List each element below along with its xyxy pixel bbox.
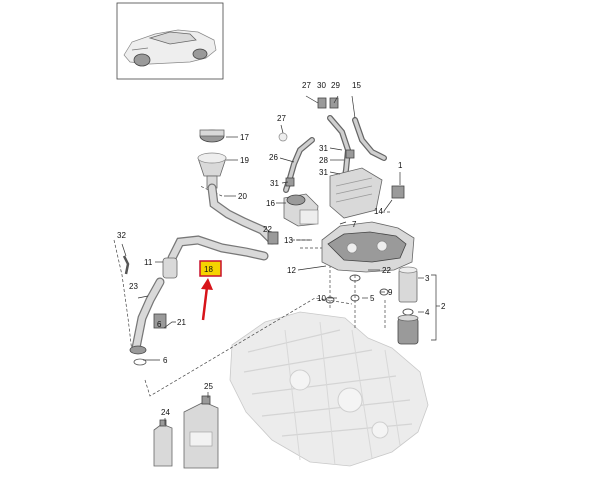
callout-28: 28 — [319, 156, 328, 165]
callout-14: 14 — [374, 207, 383, 216]
callout-10: 10 — [317, 294, 326, 303]
callout-24: 24 — [161, 408, 170, 417]
callout-4: 4 — [425, 308, 430, 317]
callout-labels: 17 19 20 22 32 11 18 23 21 6 6 27 30 29 … — [117, 81, 446, 417]
oil-bottles — [153, 395, 219, 469]
callout-13: 13 — [284, 236, 293, 245]
callout-20: 20 — [238, 192, 247, 201]
callout-19: 19 — [240, 156, 249, 165]
callout-31-a: 31 — [319, 144, 328, 153]
callout-22-right: 22 — [382, 266, 391, 275]
callout-31-c: 31 — [270, 179, 279, 188]
callout-22: 22 — [263, 225, 272, 234]
callout-6-bottom: 6 — [163, 356, 168, 365]
highlight-part-18 — [199, 260, 222, 321]
callout-32: 32 — [117, 231, 126, 240]
coolant-pipes — [278, 97, 387, 193]
callout-6-left: 6 — [157, 320, 162, 329]
hose-18 — [167, 235, 269, 263]
callout-17: 17 — [240, 133, 249, 142]
callout-2: 2 — [441, 302, 446, 311]
oil-filters — [397, 266, 419, 345]
callout-27-mid: 27 — [277, 114, 286, 123]
callout-3: 3 — [425, 274, 430, 283]
vehicle-thumbnail — [116, 2, 224, 80]
callout-15: 15 — [352, 81, 361, 90]
hose-20 — [207, 183, 279, 245]
oil-cooler — [329, 167, 383, 219]
callout-29: 29 — [331, 81, 340, 90]
callout-12: 12 — [287, 266, 296, 275]
oil-filter-housing — [321, 185, 415, 304]
callout-9: 9 — [388, 288, 393, 297]
callout-11: 11 — [144, 258, 153, 267]
callout-27-top: 27 — [302, 81, 311, 90]
leader-lines — [121, 95, 440, 425]
callout-25: 25 — [204, 382, 213, 391]
callout-21: 21 — [177, 318, 186, 327]
callout-31-b: 31 — [319, 168, 328, 177]
callout-7: 7 — [352, 220, 357, 229]
oil-filler-cap — [197, 129, 227, 189]
callout-26: 26 — [269, 153, 278, 162]
callout-5: 5 — [370, 294, 375, 303]
vent-pipe-assembly — [122, 255, 178, 366]
engine-block — [229, 311, 429, 467]
callout-18: 18 — [204, 265, 213, 274]
callout-1: 1 — [398, 161, 403, 170]
callout-23: 23 — [129, 282, 138, 291]
callout-16: 16 — [266, 199, 275, 208]
callout-30: 30 — [317, 81, 326, 90]
oil-separator-16 — [283, 193, 319, 227]
